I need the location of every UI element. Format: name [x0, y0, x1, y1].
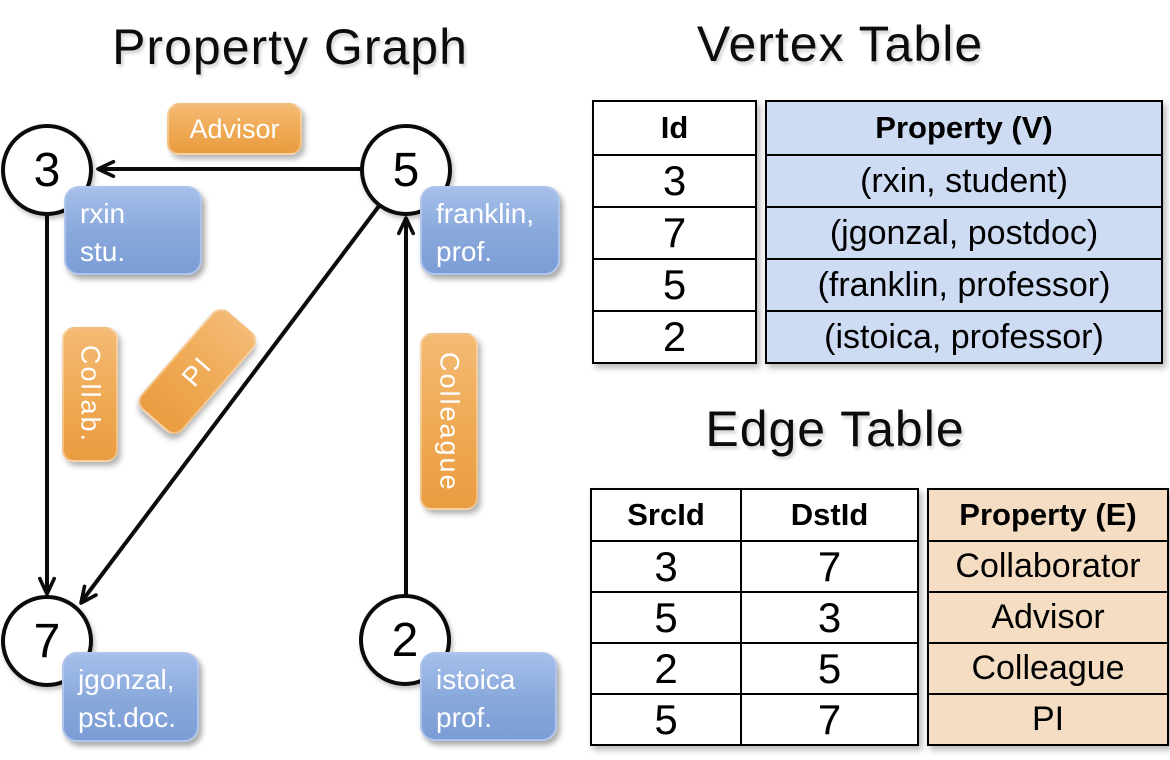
table-cell: 2	[590, 642, 742, 695]
node-5-id: 5	[392, 143, 420, 197]
table-cell: Advisor	[927, 591, 1169, 644]
table-cell: (rxin, student)	[765, 154, 1163, 208]
table-cell: Colleague	[927, 642, 1169, 695]
table-cell: (istoica, professor)	[765, 310, 1163, 364]
vertex-id-header: Id	[592, 100, 757, 156]
vertex-property-box-jgonzal: jgonzal, pst.doc.	[62, 652, 199, 742]
istoica-line1: istoica	[436, 664, 516, 695]
node-3-id: 3	[33, 143, 61, 197]
edge-label-advisor: Advisor	[167, 103, 302, 155]
table-cell: 5	[590, 591, 742, 644]
arrowhead-collab	[37, 576, 57, 596]
table-cell: 7	[740, 693, 919, 746]
rxin-line2: stu.	[80, 236, 126, 267]
pi-label-text: PI	[176, 350, 219, 393]
istoica-line2: prof.	[436, 702, 493, 733]
arrowhead-pi	[79, 584, 98, 605]
colleague-label-text: Colleague	[434, 351, 465, 492]
edge-srcid-header: SrcId	[590, 488, 742, 542]
vertex-property-box-franklin: franklin, prof.	[420, 186, 560, 275]
table-cell: 5	[740, 642, 919, 695]
edge-property-column: Property (E) Collaborator Advisor Collea…	[927, 488, 1169, 746]
franklin-line2: prof.	[436, 236, 493, 267]
edge-property-header: Property (E)	[927, 488, 1169, 542]
vertex-property-header: Property (V)	[765, 100, 1163, 156]
table-cell: 3	[592, 154, 757, 208]
edge-label-colleague: Colleague	[420, 333, 478, 510]
jgonzal-line1: jgonzal,	[78, 664, 175, 695]
jgonzal-line2: pst.doc.	[78, 702, 177, 733]
edge-dstid-header: DstId	[740, 488, 919, 542]
table-cell: 5	[592, 258, 757, 312]
edge-table: SrcId DstId 3 7 5 3 2 5 5 7 Property (E)…	[590, 488, 1169, 746]
advisor-label-text: Advisor	[189, 113, 280, 144]
vertex-id-column: Id 3 7 5 2	[592, 100, 757, 364]
table-cell: 3	[740, 591, 919, 644]
edge-label-collab: Collab.	[62, 327, 118, 462]
graph-edges-canvas	[37, 160, 416, 605]
vertex-property-column: Property (V) (rxin, student) (jgonzal, p…	[765, 100, 1163, 364]
table-cell: Collaborator	[927, 540, 1169, 593]
node-2-id: 2	[391, 613, 419, 667]
table-cell: 7	[592, 206, 757, 260]
table-cell: 5	[590, 693, 742, 746]
table-cell: (franklin, professor)	[765, 258, 1163, 312]
arrowhead-advisor	[96, 160, 116, 178]
edge-pi-line	[80, 204, 381, 603]
rxin-line1: rxin	[80, 198, 126, 229]
collab-label-text: Collab.	[75, 345, 106, 444]
vertex-table: Id 3 7 5 2 Property (V) (rxin, student) …	[592, 100, 1163, 364]
property-graph-title: Property Graph	[112, 19, 468, 75]
arrowhead-colleague	[396, 216, 416, 236]
vertex-table-title: Vertex Table	[696, 16, 984, 72]
vertex-property-box-rxin: rxin stu.	[64, 186, 202, 275]
graph-node-2: 2	[359, 594, 451, 686]
table-cell: 2	[592, 310, 757, 364]
node-7-id: 7	[33, 614, 61, 668]
table-cell: 3	[590, 540, 742, 593]
table-cell: (jgonzal, postdoc)	[765, 206, 1163, 260]
table-cell: 7	[740, 540, 919, 593]
vertex-property-box-istoica: istoica prof.	[420, 652, 557, 741]
table-cell: PI	[927, 693, 1169, 746]
edge-ids-columns: SrcId DstId 3 7 5 3 2 5 5 7	[590, 488, 919, 746]
edge-table-title: Edge Table	[705, 401, 965, 457]
franklin-line1: franklin,	[436, 198, 535, 229]
